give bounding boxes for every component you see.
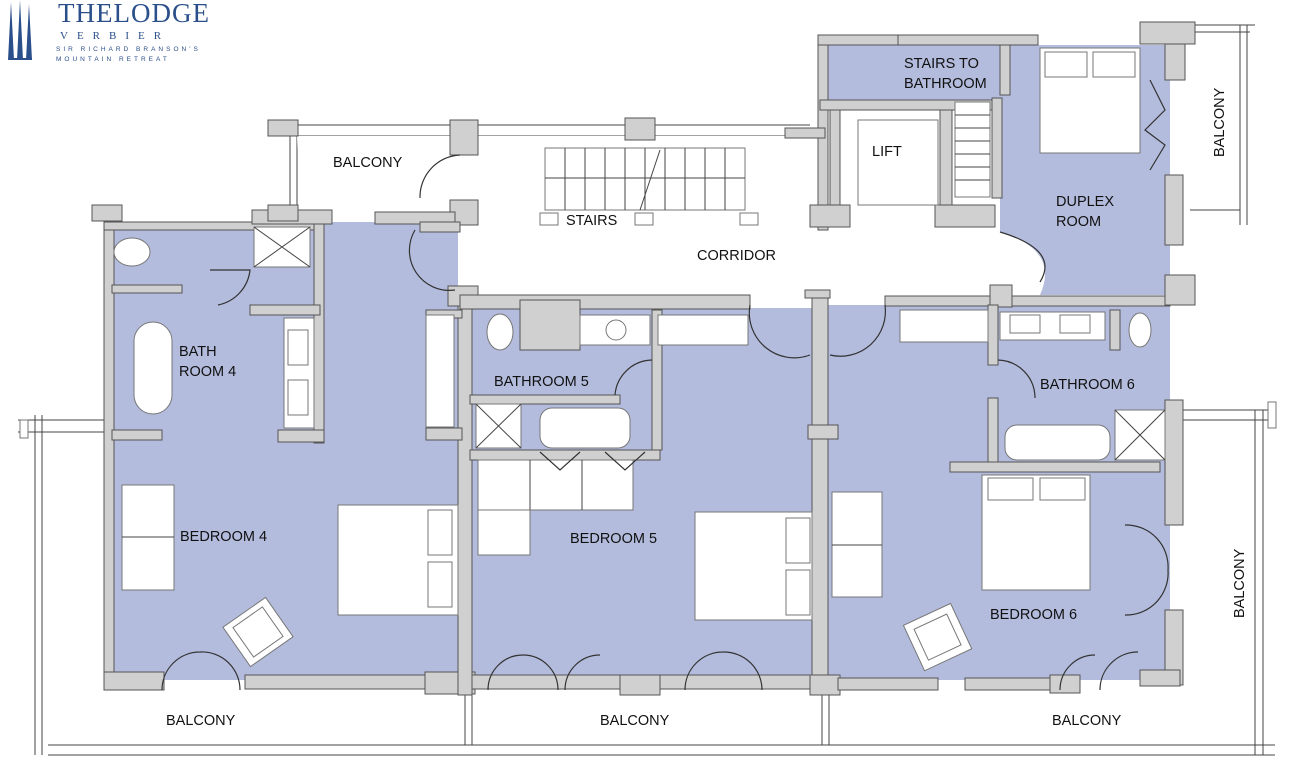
label-corridor: CORRIDOR: [697, 248, 776, 264]
room-labels: BALCONY STAIRS CORRIDOR STAIRS TO BATHRO…: [166, 56, 1248, 729]
label-balcony-bottom-left: BALCONY: [166, 713, 236, 729]
label-balcony-right-top: BALCONY: [1212, 87, 1228, 157]
logo-tagline-1: SIR RICHARD BRANSON'S: [56, 46, 201, 53]
label-bedroom-4: BEDROOM 4: [180, 529, 267, 545]
balcony-railings: [18, 24, 1277, 756]
label-bathroom-5: BATHROOM 5: [494, 374, 589, 390]
tree-icon: [8, 0, 32, 60]
label-lift: LIFT: [872, 144, 902, 160]
label-balcony-top: BALCONY: [333, 155, 403, 171]
logo-tagline-2: MOUNTAIN RETREAT: [56, 56, 170, 63]
logo-title: THELODGE: [58, 0, 210, 28]
label-duplex-1: DUPLEX: [1056, 194, 1114, 210]
label-bedroom-6: BEDROOM 6: [990, 607, 1077, 623]
label-bath4-1: BATH: [179, 344, 217, 360]
label-balcony-bottom-right: BALCONY: [1052, 713, 1122, 729]
label-bath4-2: ROOM 4: [179, 364, 236, 380]
logo: THELODGE VERBIER SIR RICHARD BRANSON'S M…: [8, 0, 210, 63]
label-bedroom-5: BEDROOM 5: [570, 531, 657, 547]
label-balcony-bottom-mid: BALCONY: [600, 713, 670, 729]
label-stairs-to-bathroom-2: BATHROOM: [904, 76, 987, 92]
label-stairs: STAIRS: [566, 213, 617, 229]
label-bathroom-6: BATHROOM 6: [1040, 377, 1135, 393]
logo-subtitle: VERBIER: [60, 30, 170, 42]
doors: [161, 79, 1169, 691]
label-balcony-right: BALCONY: [1232, 548, 1248, 618]
fixtures: [113, 47, 1166, 672]
corridor-area: [297, 136, 1045, 300]
label-duplex-2: ROOM: [1056, 214, 1101, 230]
label-stairs-to-bathroom-1: STAIRS TO: [904, 56, 979, 72]
walls: [91, 21, 1196, 696]
